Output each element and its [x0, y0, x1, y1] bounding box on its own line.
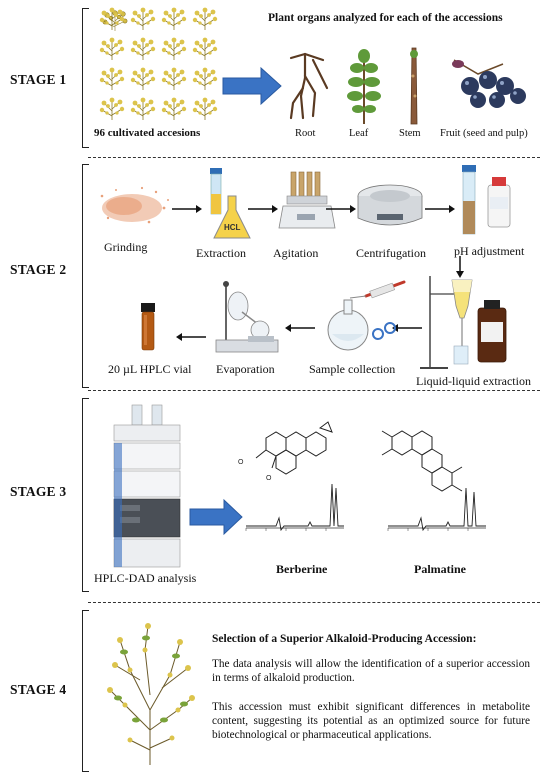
stage-4-paragraph-2: This accession must exhibit significant …	[212, 701, 530, 742]
hcl-label: HCL	[224, 223, 241, 232]
hplc-instrument-icon	[113, 404, 181, 568]
powder-icon	[100, 186, 169, 224]
stage-1-label: STAGE 1	[10, 72, 67, 87]
stage-1-arrow	[222, 66, 282, 106]
arrow-ph-liquid	[456, 256, 464, 278]
arrow-agitation-centrifugation	[326, 205, 356, 213]
step-extraction-label: Extraction	[196, 246, 246, 260]
sample-collection-icon	[327, 280, 406, 351]
separatory-funnel-icon	[420, 276, 507, 369]
compound-palmatine-label: Palmatine	[414, 562, 466, 576]
hplc-vial-icon	[141, 303, 155, 351]
extraction-flask-icon: HCL	[210, 168, 251, 239]
arrow-evaporation-vial	[176, 333, 206, 341]
divider-1	[88, 157, 540, 158]
stage-1-title: Plant organs analyzed for each of the ac…	[268, 12, 503, 24]
rotary-evaporator-icon	[215, 281, 279, 353]
palmatine-structure-icon	[381, 430, 463, 492]
stage-4-label: STAGE 4	[10, 682, 67, 697]
arrow-centrifugation-ph	[425, 205, 455, 213]
ph-tube-icon	[462, 165, 511, 235]
compound-berberine-label: Berberine	[276, 562, 328, 576]
step-hplc-vial-label: 20 µL HPLC vial	[108, 362, 192, 376]
stage-2-bracket	[82, 164, 89, 388]
stage-1-bracket	[82, 8, 89, 148]
leaf-icon	[347, 49, 381, 124]
stage-2-label: STAGE 2	[10, 262, 67, 277]
step-sample-collection-label: Sample collection	[309, 362, 396, 376]
stem-icon	[410, 47, 418, 125]
step-grinding-label: Grinding	[104, 240, 148, 254]
arrow-grinding-extraction	[172, 205, 202, 213]
cultivated-accessions-label: 96 cultivated accesions	[94, 127, 201, 139]
stage-3-label: STAGE 3	[10, 484, 67, 499]
organ-leaf-label: Leaf	[349, 128, 369, 139]
divider-2	[88, 390, 540, 391]
berberine-chromatogram	[245, 483, 344, 532]
shrub-icon	[107, 623, 195, 765]
stage-4-heading: Selection of a Superior Alkaloid-Produci…	[212, 633, 477, 645]
fruit-icon	[452, 59, 526, 108]
organ-stem-label: Stem	[399, 128, 421, 139]
arrow-sample-evaporation	[285, 324, 315, 332]
root-icon	[289, 52, 329, 120]
step-evaporation-label: Evaporation	[216, 362, 275, 376]
stage-3-arrow	[189, 498, 243, 536]
palmatine-chromatogram	[387, 487, 486, 532]
step-liquid-liquid-label: Liquid-liquid extraction	[416, 374, 531, 388]
hplc-dad-label: HPLC-DAD analysis	[94, 571, 197, 585]
stage-4-paragraph-1: The data analysis will allow the identif…	[212, 658, 530, 685]
arrow-extraction-agitation	[248, 205, 278, 213]
centrifuge-icon	[357, 184, 423, 226]
svg-text:O: O	[266, 475, 272, 482]
organ-root-label: Root	[295, 128, 316, 139]
step-agitation-label: Agitation	[273, 246, 319, 260]
svg-text:O: O	[238, 459, 244, 466]
step-centrifugation-label: Centrifugation	[356, 246, 426, 260]
plant-grid-rows	[99, 7, 218, 121]
organ-fruit-label: Fruit (seed and pulp)	[440, 128, 528, 139]
berberine-structure-icon: O O	[238, 421, 333, 482]
stage-4-bracket	[82, 610, 89, 772]
stage-3-bracket	[82, 398, 89, 592]
divider-3	[88, 602, 540, 603]
step-ph-label: pH adjustment	[454, 244, 525, 258]
agitator-icon	[278, 171, 336, 229]
